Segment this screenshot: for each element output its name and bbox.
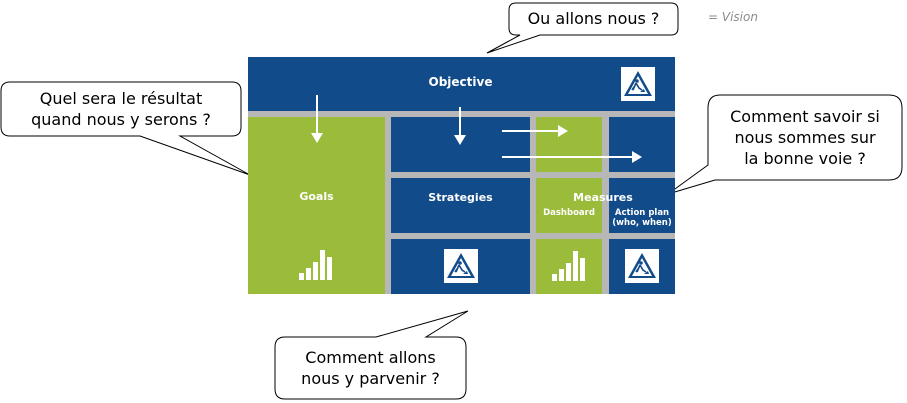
action-plan-line2: (who, when) xyxy=(612,218,672,228)
callout-right-text: Comment savoir si nous sommes sur la bon… xyxy=(708,106,902,169)
callout-top-text: Ou allons nous ? xyxy=(527,9,660,28)
callout-top-bubble xyxy=(486,2,679,54)
action-plan-label: Action plan (who, when) xyxy=(609,208,675,228)
vision-note: = Vision xyxy=(708,10,758,24)
dashboard-label: Dashboard xyxy=(543,208,595,218)
objective-label: Objective xyxy=(428,75,493,89)
measures-dashboard-block xyxy=(536,178,602,233)
work-in-progress-sign-icon xyxy=(621,67,655,101)
callout-right-bubble xyxy=(667,94,903,195)
arrow-right-icon xyxy=(502,151,642,163)
callout-bottom-text: Comment allons nous y parvenir ? xyxy=(275,347,466,389)
measures-action-top-block xyxy=(609,117,675,172)
strategies-block xyxy=(391,178,530,233)
work-in-progress-sign-icon xyxy=(625,249,659,283)
strategies-label: Strategies xyxy=(428,191,493,204)
callout-left-line2: quand nous y serons ? xyxy=(31,110,211,129)
callout-right-line1: Comment savoir si xyxy=(730,107,880,126)
arrow-down-icon xyxy=(311,95,323,143)
goals-label: Goals xyxy=(299,190,334,203)
callout-bottom-line2: nous y parvenir ? xyxy=(301,369,440,388)
measures-label: Measures xyxy=(573,191,633,204)
objective-block xyxy=(248,57,675,111)
strategy-diagram: Objective Goals Strategies xyxy=(248,57,675,294)
arrows-layer xyxy=(311,95,642,163)
action-plan-line1: Action plan xyxy=(614,208,670,218)
callout-left-text: Quel sera le résultat quand nous y seron… xyxy=(1,88,241,130)
callout-bottom-line1: Comment allons xyxy=(305,348,436,367)
bar-chart-icon xyxy=(552,251,585,281)
arrow-down-icon xyxy=(454,107,466,145)
arrow-right-icon xyxy=(502,125,568,137)
callout-right-line3: la bonne voie ? xyxy=(744,149,866,168)
measures-dashboard-top-block xyxy=(536,117,602,172)
callout-bottom-bubble xyxy=(274,310,469,400)
measures-action-block xyxy=(609,178,675,233)
bar-chart-icon xyxy=(299,250,332,280)
callout-left-bubble xyxy=(0,81,251,176)
callout-left-line1: Quel sera le résultat xyxy=(39,89,203,108)
callout-right-line2: nous sommes sur xyxy=(734,128,876,147)
work-in-progress-sign-icon xyxy=(444,249,478,283)
